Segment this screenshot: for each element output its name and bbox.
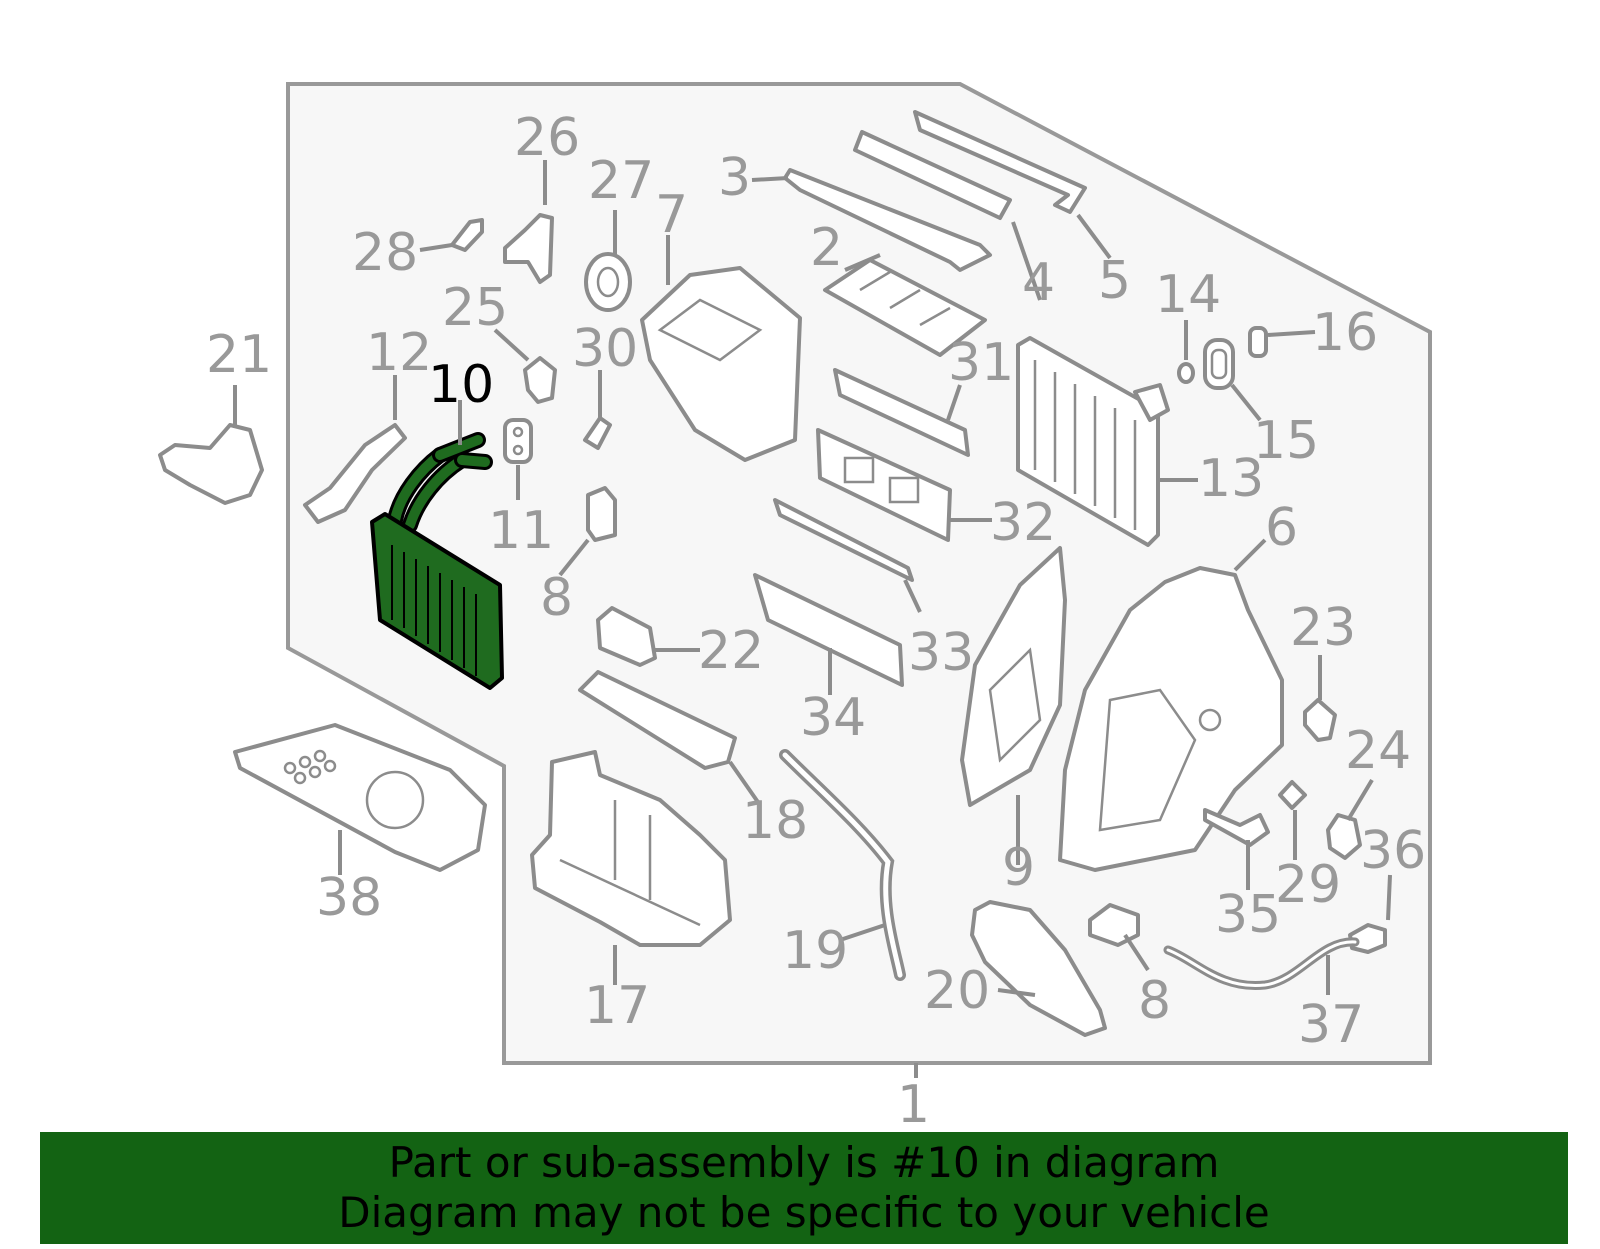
callout-13: 13: [1198, 449, 1264, 509]
part-12-bracket: [303, 423, 407, 524]
part-19-hose: [779, 749, 906, 981]
part-34-door: [753, 573, 904, 687]
part-4-seal: [853, 130, 1012, 220]
part-7-upper-case: [640, 266, 802, 462]
callout-9: 9: [1002, 838, 1035, 898]
part-15-grommet: [1203, 338, 1235, 390]
callout-37: 37: [1298, 995, 1364, 1055]
callout-16: 16: [1312, 303, 1378, 363]
callout-33: 33: [908, 623, 974, 683]
callout-28: 28: [352, 223, 418, 283]
callout-22: 22: [698, 621, 764, 681]
callout-12: 12: [366, 323, 432, 383]
part-25-actuator: [523, 356, 557, 404]
part-13-evaporator: [1016, 336, 1170, 547]
callout-29: 29: [1275, 855, 1341, 915]
part-11-seal: [503, 418, 533, 464]
part-5-seal: [913, 110, 1087, 214]
part-16-clip: [1248, 326, 1268, 358]
callout-11: 11: [488, 501, 554, 561]
part-17-lower-case: [530, 750, 732, 947]
callout-20: 20: [924, 961, 990, 1021]
callout-26: 26: [514, 108, 580, 168]
callout-35: 35: [1215, 885, 1281, 945]
part-36-connector: [1348, 923, 1387, 954]
callout-34: 34: [800, 688, 866, 748]
banner-line-2: Diagram may not be specific to your vehi…: [338, 1188, 1270, 1237]
callout-36: 36: [1360, 821, 1426, 881]
callout-27: 27: [588, 151, 654, 211]
part-31-door: [833, 368, 970, 457]
part-14-oring: [1177, 362, 1195, 384]
callout-5: 5: [1098, 251, 1131, 311]
part-33-door: [773, 498, 914, 582]
callout-8a: 8: [540, 568, 573, 628]
callout-24: 24: [1345, 721, 1411, 781]
callout-8b: 8: [1138, 971, 1171, 1031]
callout-7: 7: [655, 185, 688, 245]
callout-17: 17: [584, 976, 650, 1036]
leader-lines: [233, 160, 1392, 997]
part-21-duct: [158, 423, 264, 505]
part-32-door: [816, 428, 952, 542]
callout-32: 32: [990, 493, 1056, 553]
callout-14: 14: [1155, 265, 1221, 325]
callout-31: 31: [948, 333, 1014, 393]
part-26-bracket: [503, 213, 554, 284]
callout-3: 3: [718, 148, 751, 208]
callout-18: 18: [742, 791, 808, 851]
callout-23: 23: [1290, 598, 1356, 658]
info-banner: Part or sub-assembly is #10 in diagram D…: [40, 1132, 1568, 1244]
callout-6: 6: [1265, 498, 1298, 558]
callout-10: 10: [428, 355, 494, 415]
callout-labels: 1 2 3 4 5 6 7 8 8 9 10 11 12 13 14 15 16…: [206, 108, 1426, 1130]
callout-25: 25: [442, 278, 508, 338]
parts-diagram: 1 2 3 4 5 6 7 8 8 9 10 11 12 13 14 15 16…: [158, 82, 1432, 1130]
callout-4: 4: [1022, 253, 1055, 313]
part-6-case: [1058, 566, 1284, 872]
callout-2: 2: [810, 218, 843, 278]
part-20-duct: [970, 900, 1107, 1037]
part-10-heater-core: [370, 432, 504, 690]
part-24-actuator: [1326, 813, 1362, 860]
callout-38: 38: [316, 868, 382, 928]
part-37-wire: [1163, 937, 1360, 991]
callout-19: 19: [782, 921, 848, 981]
part-2: [823, 258, 987, 357]
part-27-motor: [584, 252, 632, 312]
part-28-clip: [450, 218, 484, 252]
banner-line-1: Part or sub-assembly is #10 in diagram: [388, 1138, 1220, 1187]
callout-30: 30: [572, 319, 638, 379]
part-8-foam: [586, 486, 617, 542]
part-29-sensor: [1278, 780, 1307, 810]
part-35-sensor: [1203, 808, 1270, 847]
part-9-case: [960, 546, 1067, 807]
callout-21: 21: [206, 325, 272, 385]
part-30-clip: [583, 416, 612, 450]
part-22-seal: [596, 606, 657, 667]
part-38-cover: [233, 723, 487, 872]
callout-15: 15: [1253, 411, 1319, 471]
part-18-duct: [578, 670, 737, 770]
callout-1: 1: [897, 1075, 930, 1130]
